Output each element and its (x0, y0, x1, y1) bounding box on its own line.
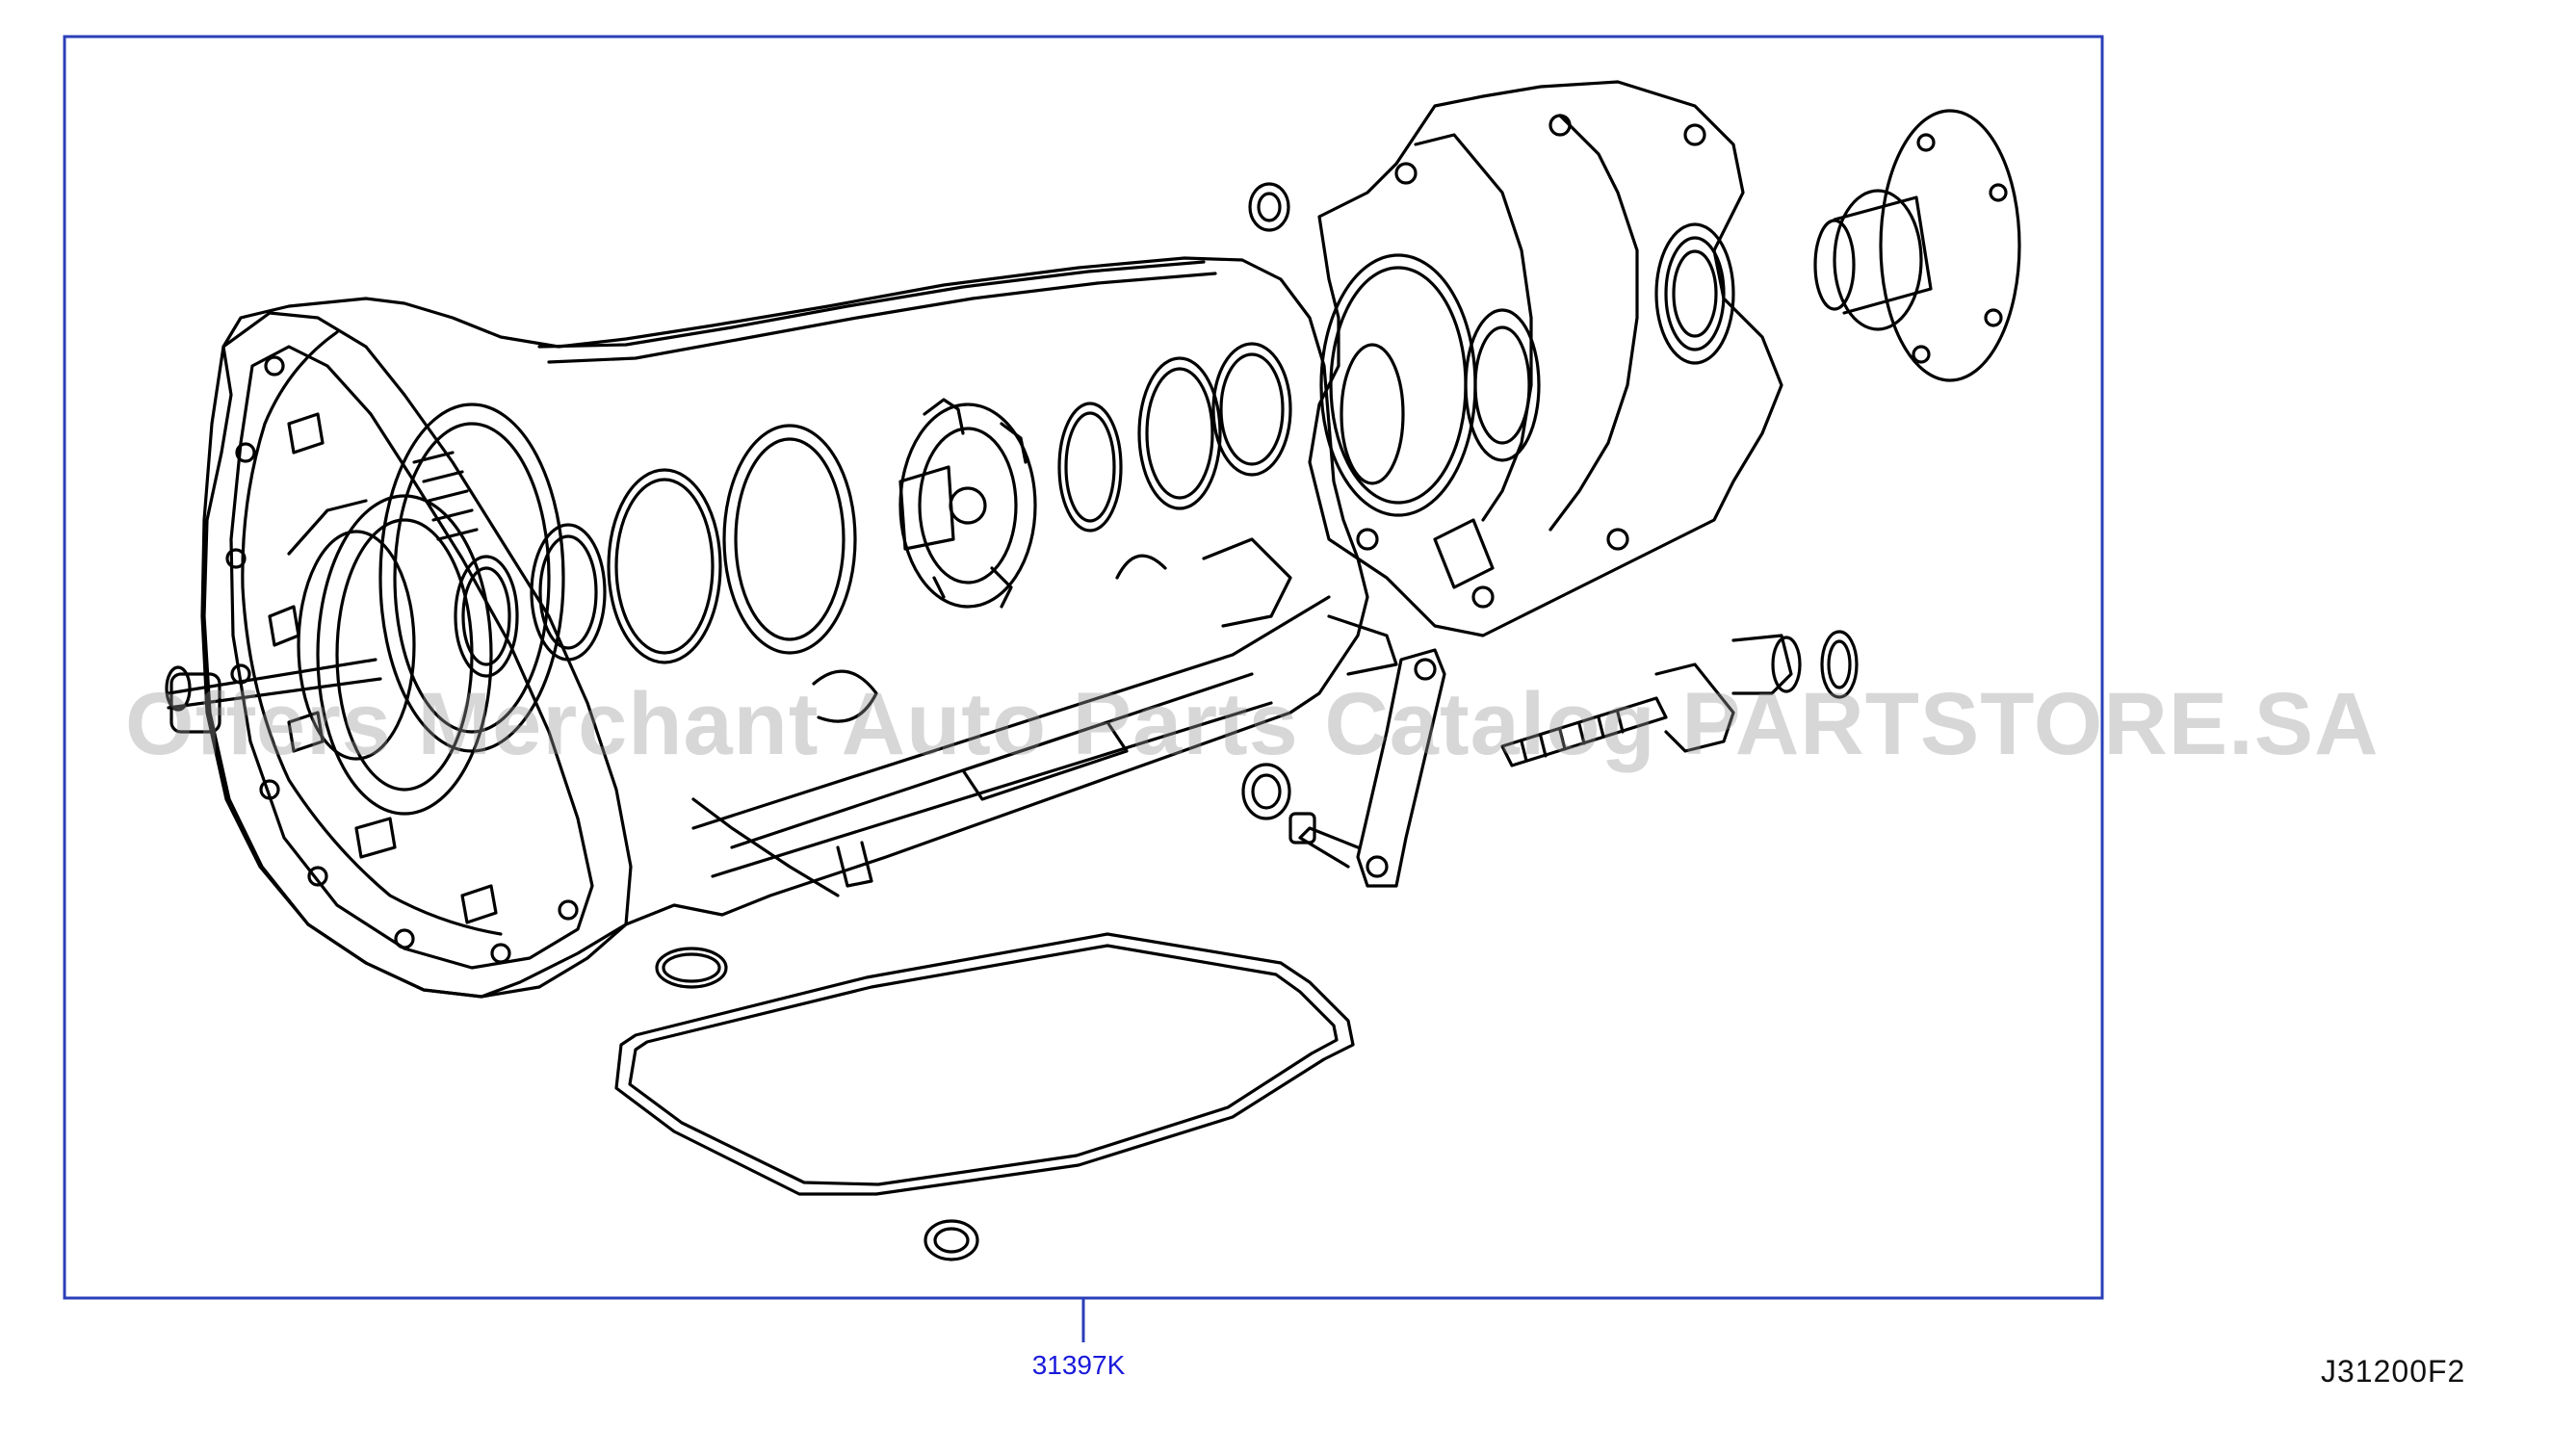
selector-lever (1288, 648, 1446, 888)
transmission-case (200, 256, 1398, 999)
diagram-reference-code: J31200F2 (2321, 1354, 2466, 1389)
bell-housing (202, 311, 633, 999)
pan-o-ring (655, 947, 728, 989)
extension-housing-o-ring (1319, 253, 1477, 517)
input-shaft-assembly (165, 403, 565, 816)
diagram-frame (63, 35, 2104, 1300)
shaft-seal-rings (454, 342, 1292, 678)
output-flange (1813, 109, 2021, 382)
output-shaft-seal (1654, 222, 1735, 365)
drain-plug-washer (924, 1219, 979, 1261)
part-number-callout[interactable]: 31397K (1031, 1350, 1126, 1380)
selector-shaft-seal (1241, 763, 1291, 820)
oil-pan-gasket (614, 932, 1355, 1196)
planetary-gear-set (898, 398, 1037, 609)
sealing-washer-top (1248, 182, 1290, 232)
connector-sleeve (1500, 630, 1859, 767)
